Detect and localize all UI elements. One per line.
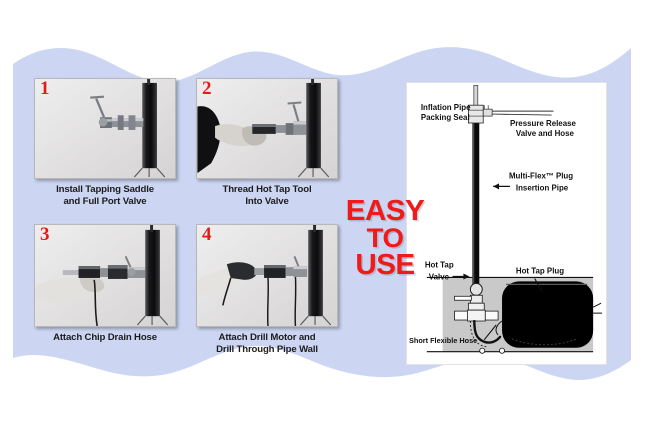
easy-to-use-slogan: EASY TO USE <box>345 195 425 281</box>
step-caption-line2: Drill Through Pipe Wall <box>216 344 318 356</box>
slogan-line-to: TO <box>366 222 404 253</box>
step-caption-line2: Into Valve <box>245 196 289 208</box>
label-short-flexible-hose: Short Flexible Hose <box>409 336 477 345</box>
step-number: 2 <box>202 78 212 99</box>
leader-line-hot-tap-plug <box>534 278 543 292</box>
label-multi-flex-line1: Multi-Flex™ Plug <box>509 171 573 180</box>
hot-tap-plug-assembly-diagram: Inflation Pipe Packing Seal Pressure Rel… <box>406 82 607 365</box>
label-hot-tap-valve-line1: Hot Tap <box>425 261 454 270</box>
leader-line-short-flexible-hose <box>483 324 497 341</box>
label-hot-tap-valve-line2: Valve <box>429 272 450 281</box>
step-number: 4 <box>202 224 212 245</box>
step-caption-line1: Attach Drill Motor and <box>218 332 316 343</box>
step-1: 1 Install Tapping Saddle and Full Port V… <box>34 78 176 209</box>
arrow-right-icon <box>452 273 470 280</box>
label-hot-tap-plug: Hot Tap Plug <box>516 266 564 275</box>
label-pressure-release-line2: Valve and Hose <box>516 129 575 138</box>
label-inflation-pipe-line1: Inflation Pipe <box>421 103 471 112</box>
step-4: 4 Attach Drill Motor and Drill Through P… <box>196 224 338 357</box>
hot-tap-plug-shape <box>495 281 603 348</box>
arrow-left-icon <box>493 183 510 190</box>
step-number: 3 <box>40 224 50 245</box>
slogan-line-use: USE <box>355 248 415 281</box>
short-flexible-hose-shape <box>469 319 502 348</box>
attach-chip-drain-hose-photo <box>34 224 176 327</box>
label-multi-flex-line2: Insertion Pipe <box>516 183 569 192</box>
steps-grid: 1 Install Tapping Saddle and Full Port V… <box>34 78 339 368</box>
step-caption-line1: Install Tapping Saddle <box>56 184 154 195</box>
hot-tap-valve-shape <box>454 282 499 322</box>
step-caption: Attach Chip Drain Hose <box>34 332 176 344</box>
step-caption-line2: and Full Port Valve <box>63 196 147 208</box>
pressure-release-valve-and-hose-shape <box>482 105 554 117</box>
attach-drill-motor-photo <box>196 224 338 327</box>
step-2: 2 Thread Hot Tap Tool Into Valve <box>196 78 338 209</box>
step-caption: Install Tapping Saddle and Full Port Val… <box>34 184 176 209</box>
step-caption-line1: Attach Chip Drain Hose <box>53 332 157 343</box>
step-caption-line1: Thread Hot Tap Tool <box>222 184 312 195</box>
slogan-line-easy: EASY <box>345 195 425 227</box>
packing-seal-gland <box>467 104 484 124</box>
label-pressure-release-line1: Pressure Release <box>510 119 577 128</box>
label-inflation-pipe-line2: Packing Seal <box>421 113 470 122</box>
tapping-saddle-on-pipe-photo <box>34 78 176 179</box>
threading-hot-tap-tool-photo <box>196 78 338 179</box>
step-3: 3 Attach Chip Drain Hose <box>34 224 176 344</box>
step-caption: Attach Drill Motor and Drill Through Pip… <box>196 332 338 357</box>
step-number: 1 <box>40 78 50 99</box>
step-caption: Thread Hot Tap Tool Into Valve <box>196 184 338 209</box>
